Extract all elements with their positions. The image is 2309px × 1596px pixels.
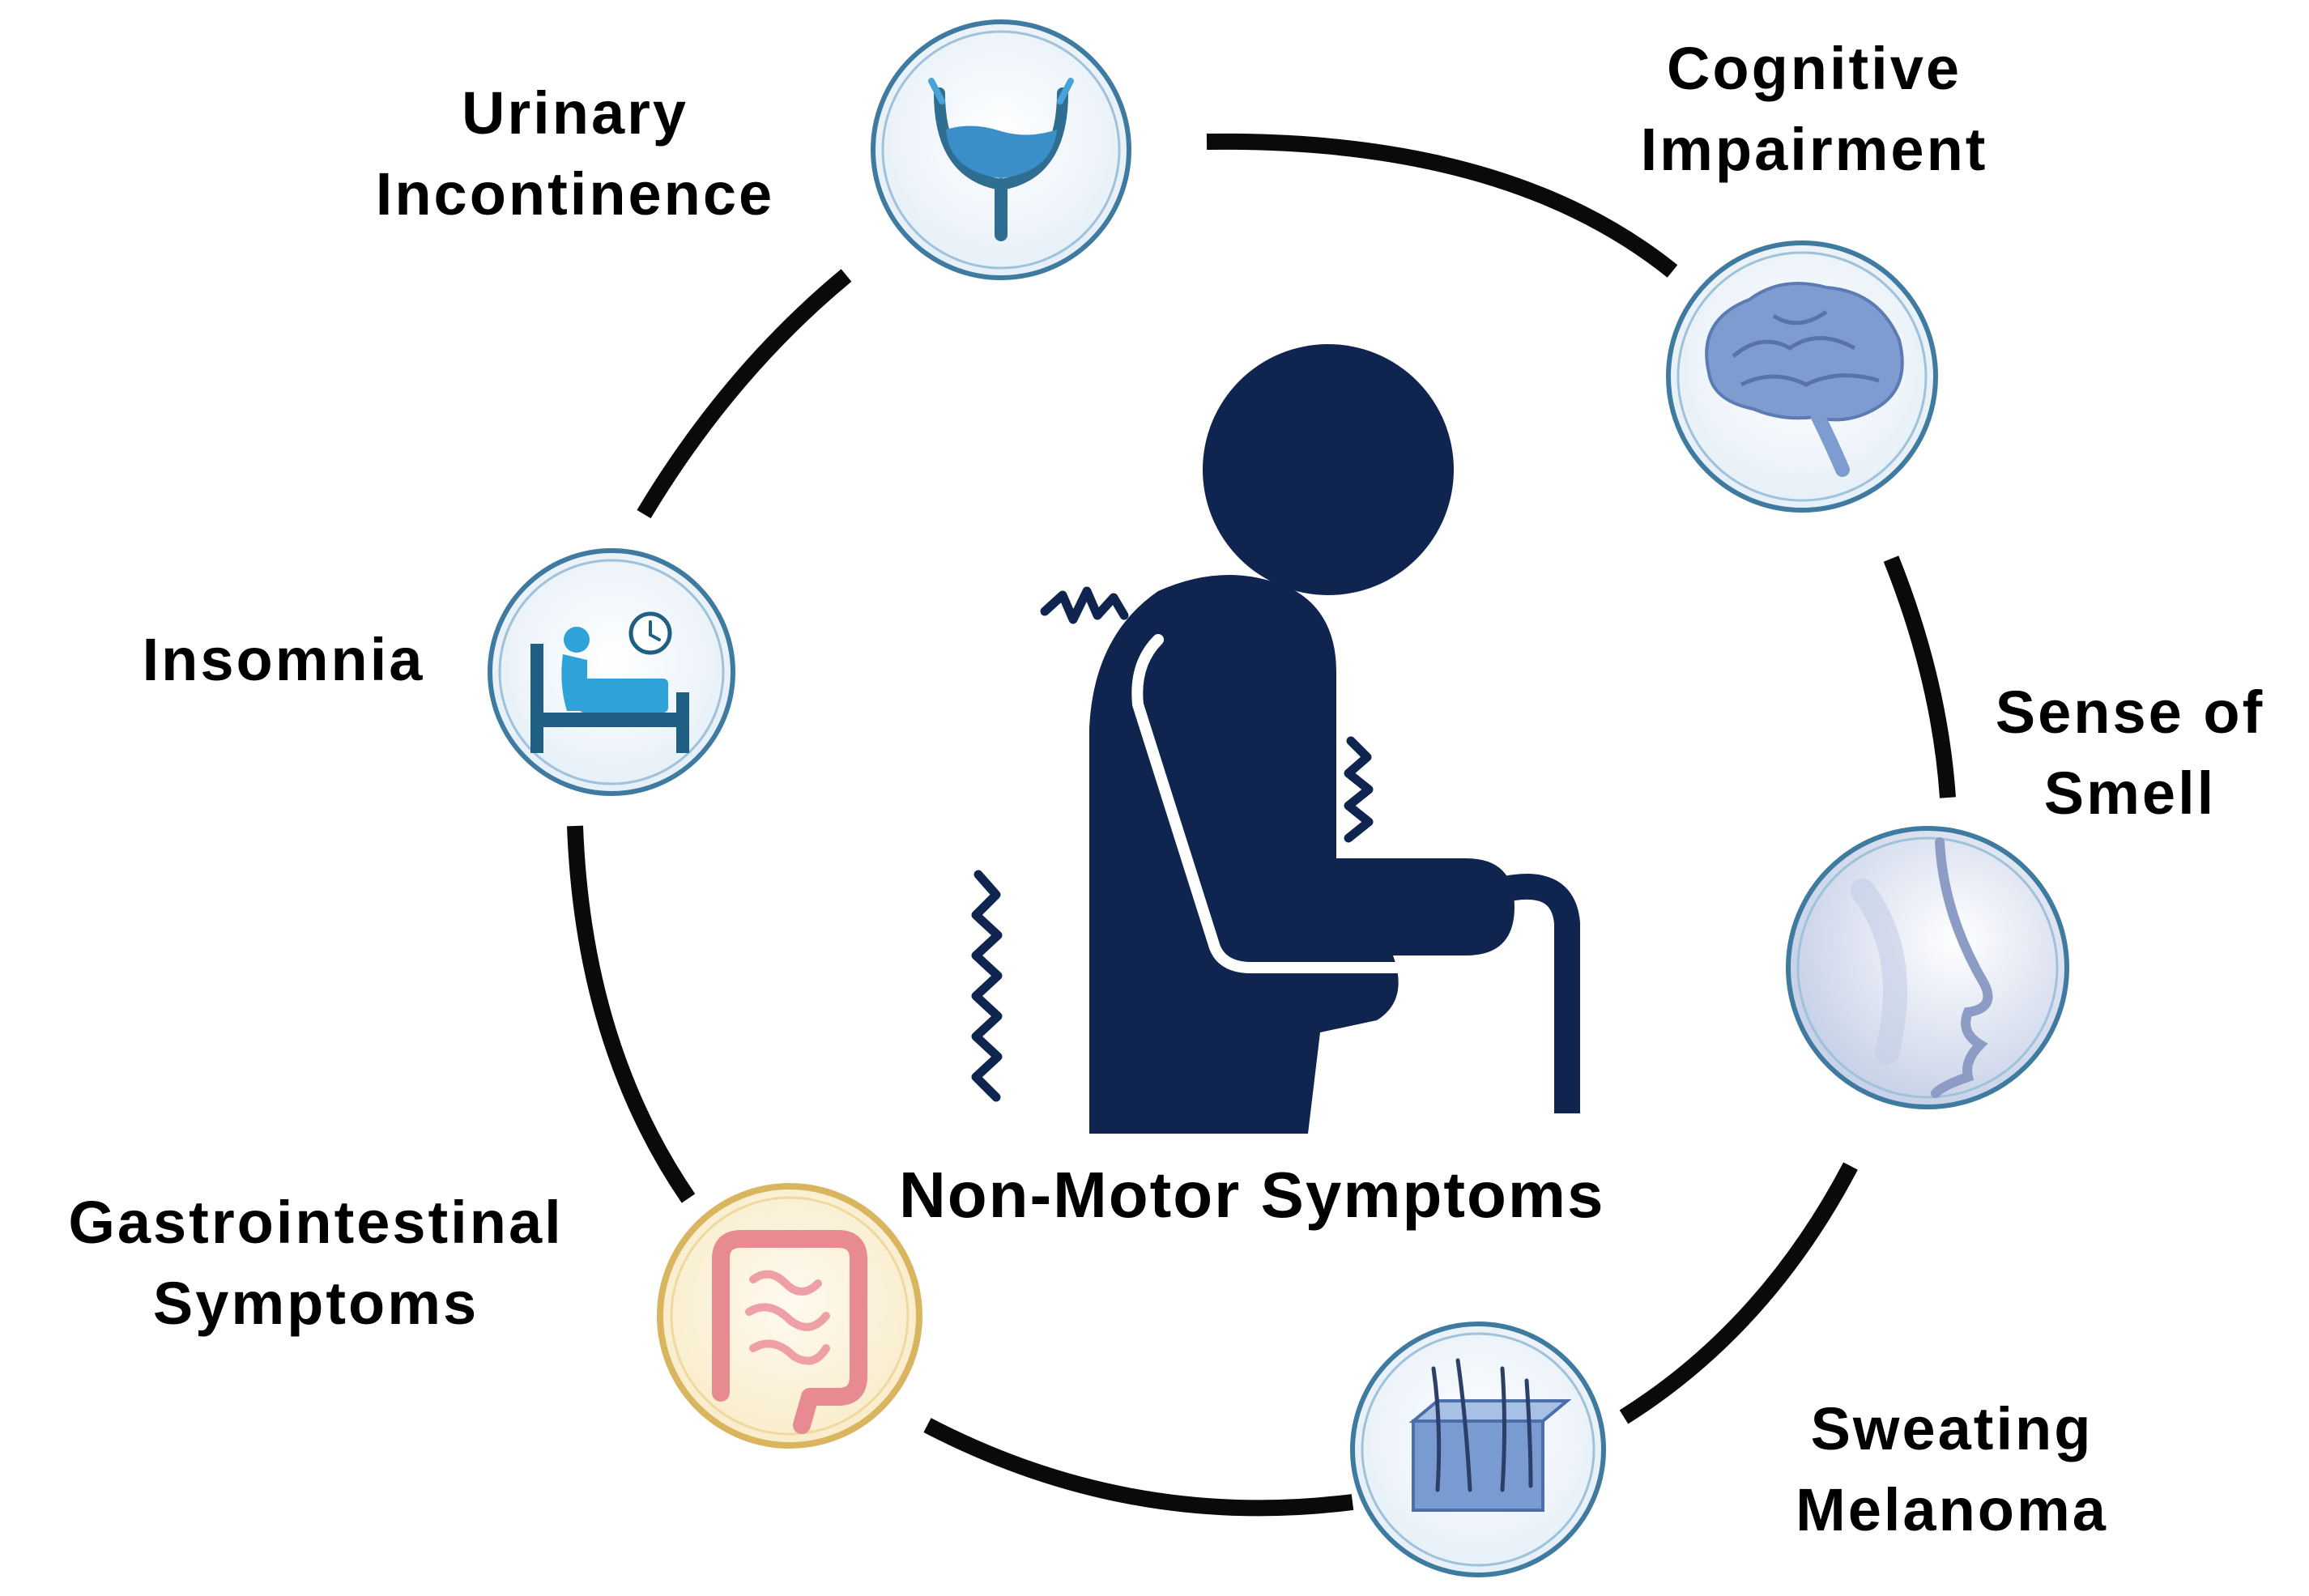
nose-icon	[1786, 826, 2069, 1109]
ring	[567, 133, 1956, 1517]
label-gastrointestinal-symptoms: Gastrointestinal Symptoms	[8, 1182, 624, 1344]
label-line: Gastrointestinal	[68, 1189, 564, 1256]
tremor-marks	[971, 586, 1374, 1102]
cane	[1495, 874, 1580, 1113]
label-sweating-melanoma: Sweating Melanoma	[1741, 1389, 2162, 1551]
person-body	[1089, 575, 1514, 1134]
label-line: Melanoma	[1796, 1476, 2108, 1543]
ring-arc-left-lower	[567, 825, 696, 1203]
ring-arc-right-upper	[1883, 555, 1956, 798]
person-head	[1203, 344, 1454, 595]
label-line: Sweating	[1810, 1395, 2094, 1462]
label-line: Impairment	[1640, 116, 1988, 183]
ring-arc-left-upper	[637, 269, 852, 519]
person-figure	[971, 344, 1580, 1134]
label-line: Symptoms	[152, 1270, 479, 1337]
person-arm-outline	[1131, 634, 1439, 973]
intestine-icon	[657, 1183, 922, 1449]
ring-arc-top	[1206, 133, 1678, 278]
bladder-icon	[871, 19, 1131, 280]
label-line: Smell	[2043, 760, 2217, 827]
ring-arc-right-lower	[1619, 1162, 1858, 1424]
center-title: Non-Motor Symptoms	[899, 1159, 1605, 1231]
label-line: Sense of	[1995, 679, 2265, 746]
label-urinary-incontinence: Urinary Incontinence	[308, 73, 842, 235]
label-line: Incontinence	[375, 160, 775, 228]
label-insomnia: Insomnia	[97, 619, 470, 700]
label-line: Cognitive	[1666, 35, 1962, 102]
ring-arc-bottom	[923, 1418, 1354, 1517]
skin-icon	[1350, 1321, 1606, 1577]
label-cognitive-impairment: Cognitive Impairment	[1587, 28, 2041, 190]
brain-icon	[1666, 240, 1938, 513]
bed-clock-icon	[488, 548, 735, 796]
label-line: Urinary	[461, 79, 689, 147]
label-sense-of-smell: Sense of Smell	[1960, 672, 2300, 834]
label-line: Insomnia	[142, 626, 425, 693]
